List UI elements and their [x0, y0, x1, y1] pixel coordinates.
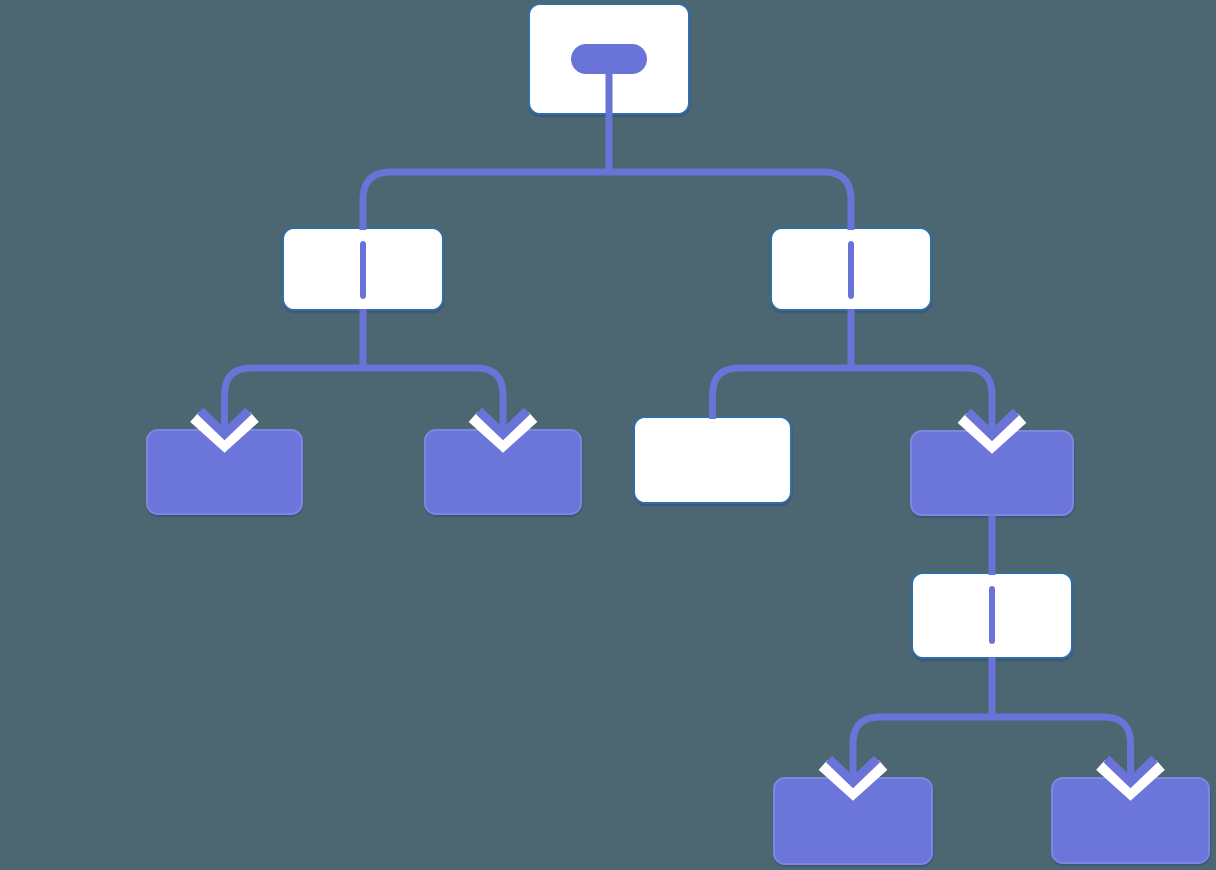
- arrow-chevron-white-icon: [1096, 760, 1165, 801]
- arrow-chevron-white-icon: [818, 760, 888, 801]
- root-pill-icon: [571, 44, 647, 74]
- arrow-chevron-icon: [197, 407, 252, 441]
- connector-root-split: [359, 168, 855, 230]
- branch-tick-icon: [848, 241, 854, 299]
- branch-tick-icon: [360, 241, 366, 299]
- arrow-chevron-white-icon: [957, 413, 1027, 454]
- child-node-plain: [633, 416, 792, 504]
- connector-lower-split: [849, 713, 1134, 778]
- arrow-chevron-icon: [825, 755, 881, 789]
- arrow-chevron-white-icon: [190, 412, 259, 453]
- connector-left-split: [221, 364, 507, 430]
- arrow-chevron-icon: [475, 407, 531, 441]
- connector-right-split: [709, 364, 996, 431]
- branch-tick-icon: [989, 586, 995, 644]
- arrow-chevron-white-icon: [468, 412, 538, 453]
- arrow-chevron-icon: [964, 408, 1020, 442]
- arrow-chevron-icon: [1103, 755, 1158, 789]
